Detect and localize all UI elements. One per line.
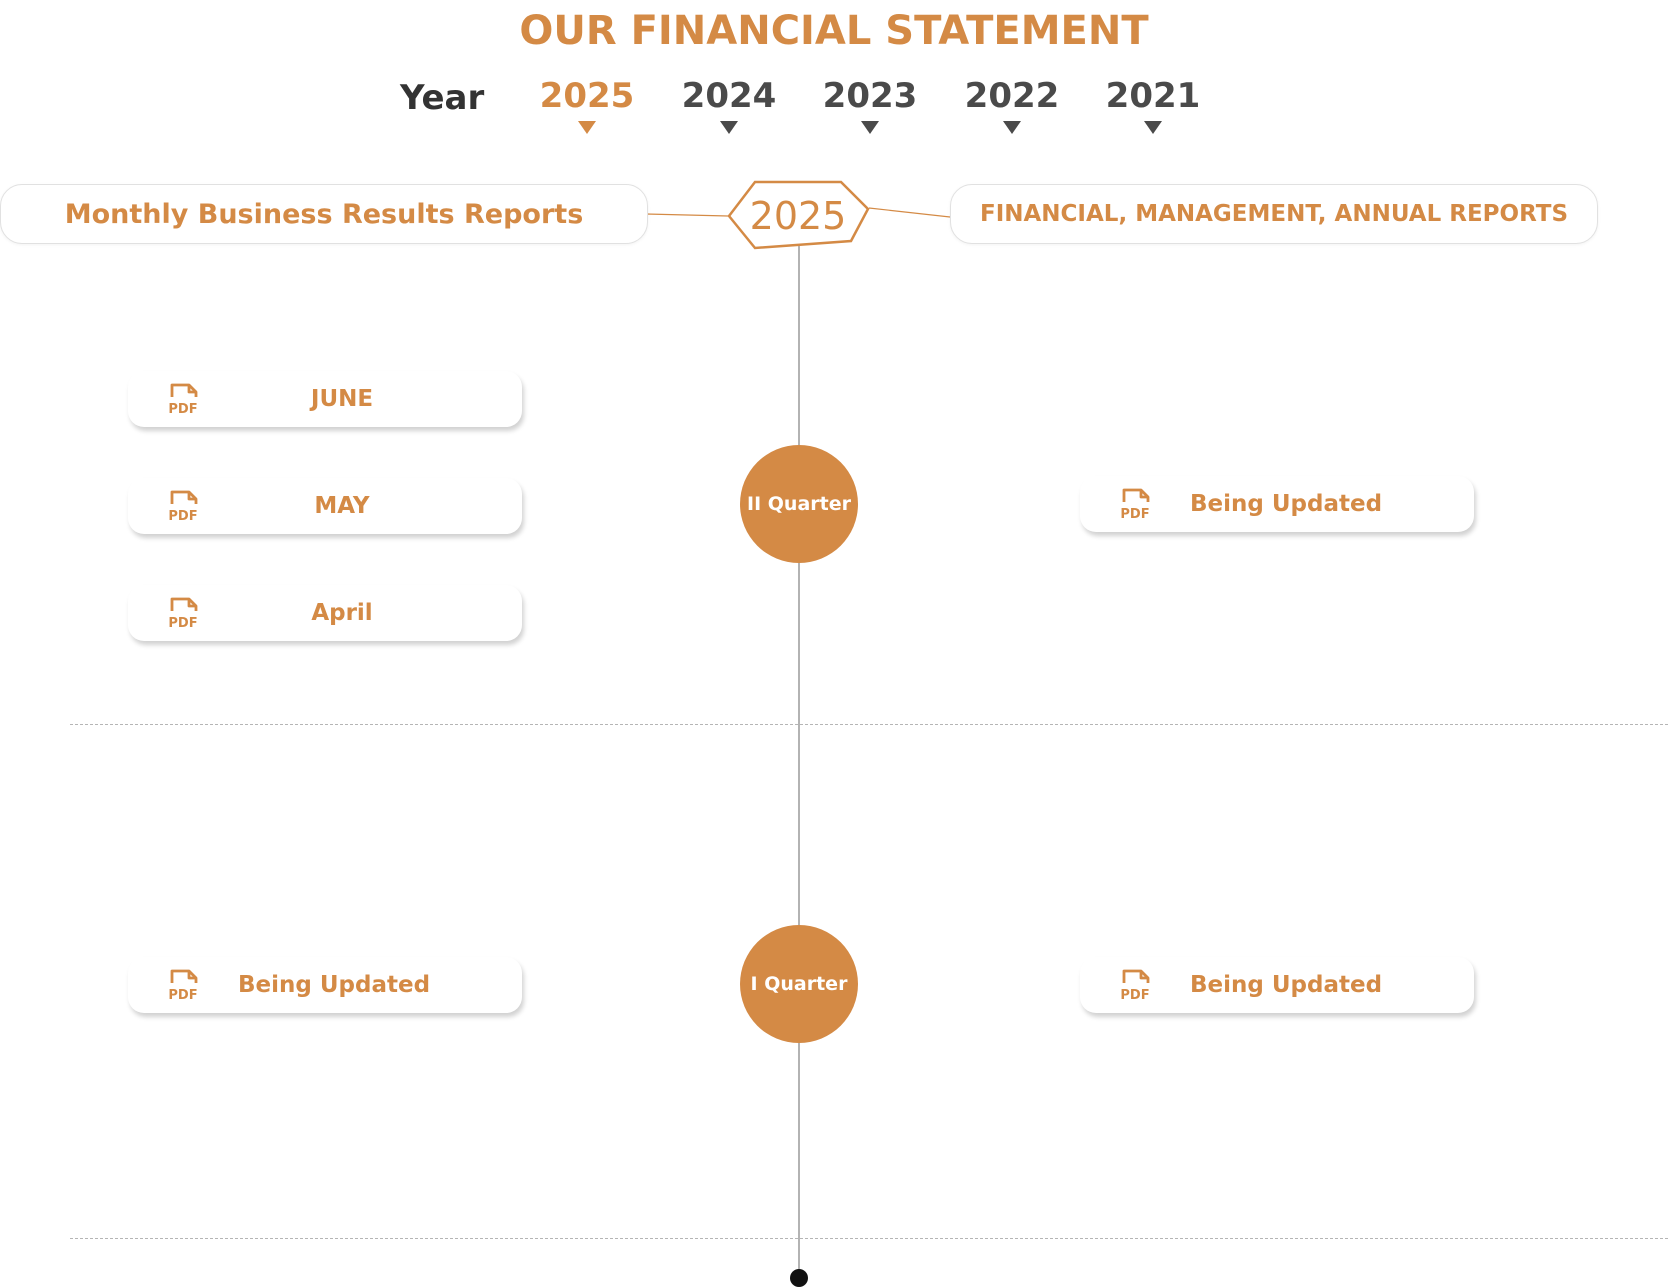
monthly-reports-header: Monthly Business Results Reports: [0, 184, 648, 244]
year-tab-2021[interactable]: 2021: [1093, 76, 1213, 134]
caret-down-icon: [720, 120, 738, 134]
quarter-divider: [70, 724, 1668, 725]
year-tab-2024[interactable]: 2024: [669, 76, 789, 134]
year-tab-label: 2024: [681, 76, 777, 116]
pdf-icon-text: PDF: [1120, 988, 1149, 1002]
quarter-divider: [70, 1238, 1668, 1239]
report-card-label: April: [311, 600, 373, 626]
pdf-icon: PDF: [168, 383, 198, 416]
year-tab-2022[interactable]: 2022: [952, 76, 1072, 134]
year-hexagon: [727, 180, 870, 250]
page-title: OUR FINANCIAL STATEMENT: [519, 8, 1149, 54]
pdf-icon: PDF: [1120, 488, 1150, 521]
pdf-icon-text: PDF: [168, 402, 197, 416]
report-card-label: Being Updated: [238, 972, 431, 998]
caret-down-icon: [861, 120, 879, 134]
report-card-annual-q1[interactable]: PDF Being Updated: [1080, 957, 1474, 1013]
timeline-end-dot: [790, 1269, 808, 1287]
pdf-icon-text: PDF: [168, 509, 197, 523]
report-card-annual-q2[interactable]: PDF Being Updated: [1080, 476, 1474, 532]
report-card-june[interactable]: PDF JUNE: [128, 371, 522, 427]
pdf-icon-text: PDF: [168, 988, 197, 1002]
pdf-icon: PDF: [168, 969, 198, 1002]
monthly-reports-header-label: Monthly Business Results Reports: [64, 198, 584, 230]
year-badge: 2025: [749, 194, 847, 238]
report-card-label: MAY: [314, 493, 370, 519]
year-tab-2023[interactable]: 2023: [810, 76, 930, 134]
report-card-label: Being Updated: [1190, 972, 1383, 998]
year-tab-label: 2025: [539, 76, 635, 116]
pdf-icon: PDF: [168, 490, 198, 523]
report-card-may[interactable]: PDF MAY: [128, 478, 522, 534]
year-tab-label: 2023: [822, 76, 918, 116]
pdf-icon: PDF: [1120, 969, 1150, 1002]
pdf-icon: PDF: [168, 597, 198, 630]
caret-down-icon: [578, 120, 596, 134]
quarter-ii-circle[interactable]: II Quarter: [740, 445, 858, 563]
report-card-april[interactable]: PDF April: [128, 585, 522, 641]
year-label: Year: [400, 78, 485, 118]
quarter-label: I Quarter: [750, 973, 848, 995]
pdf-icon-text: PDF: [168, 616, 197, 630]
quarter-label: II Quarter: [747, 493, 851, 515]
year-tab-label: 2022: [964, 76, 1060, 116]
connector-line-right: [868, 207, 951, 218]
report-card-label: JUNE: [310, 386, 374, 412]
pdf-icon-text: PDF: [1120, 507, 1149, 521]
year-tab-2025[interactable]: 2025: [527, 76, 647, 134]
report-card-monthly-q1[interactable]: PDF Being Updated: [128, 957, 522, 1013]
annual-reports-header-label: FINANCIAL, MANAGEMENT, ANNUAL REPORTS: [979, 201, 1569, 227]
connector-line-left: [645, 213, 729, 217]
caret-down-icon: [1144, 120, 1162, 134]
caret-down-icon: [1003, 120, 1021, 134]
quarter-i-circle[interactable]: I Quarter: [740, 925, 858, 1043]
year-tab-label: 2021: [1105, 76, 1201, 116]
report-card-label: Being Updated: [1190, 491, 1383, 517]
annual-reports-header: FINANCIAL, MANAGEMENT, ANNUAL REPORTS: [950, 184, 1598, 244]
